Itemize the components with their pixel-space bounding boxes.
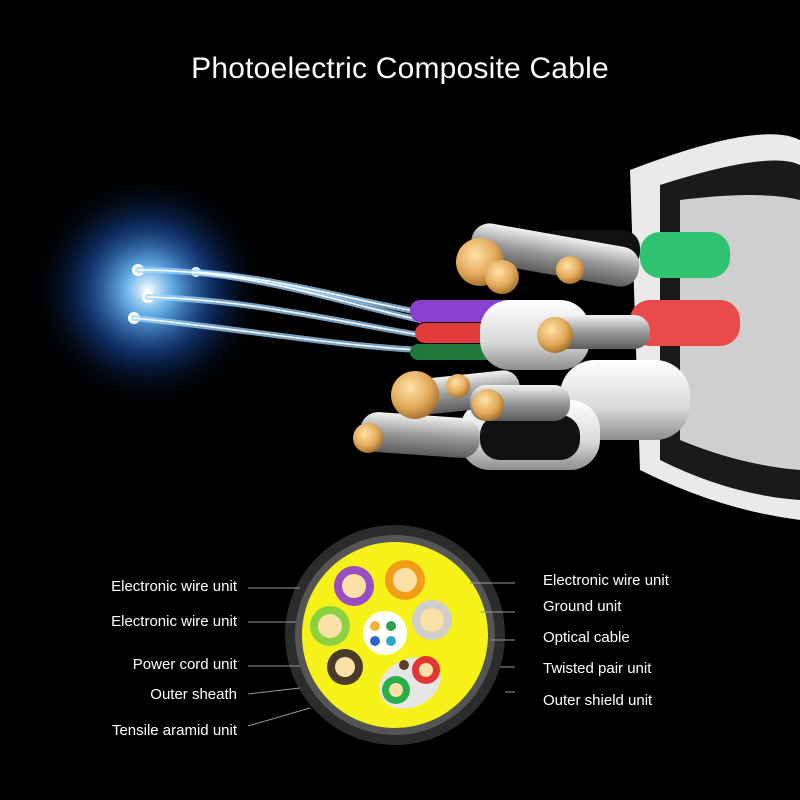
electronic-wire-unit-green	[310, 606, 350, 646]
optical-fibers	[131, 267, 423, 353]
page-title: Photoelectric Composite Cable	[191, 52, 609, 85]
label-tensile-aramid-unit: Tensile aramid unit	[111, 722, 237, 739]
leader-lines	[247, 582, 515, 727]
label-outer-shield-unit: Outer shield unit	[543, 692, 653, 709]
copper-ends	[353, 238, 584, 453]
label-twisted-pair-unit: Twisted pair unit	[543, 660, 652, 677]
label-ground-unit: Ground unit	[543, 598, 622, 615]
electronic-wire-unit-purple	[334, 566, 374, 606]
fiber-glow	[28, 170, 268, 410]
ground-unit	[412, 600, 452, 640]
power-cord-unit	[327, 649, 363, 685]
label-electronic-wire-unit-left-2: Electronic wire unit	[111, 613, 237, 630]
optical-cable-unit	[363, 611, 407, 655]
label-electronic-wire-unit-right: Electronic wire unit	[543, 572, 669, 589]
twisted-pair-unit	[379, 656, 441, 709]
label-optical-cable: Optical cable	[543, 629, 630, 646]
label-outer-sheath: Outer sheath	[150, 686, 237, 703]
label-power-cord-unit: Power cord unit	[132, 656, 237, 673]
electronic-wire-unit-orange	[385, 560, 425, 600]
cross-section-diagram	[285, 525, 505, 745]
label-electronic-wire-unit-left-1: Electronic wire unit	[111, 578, 237, 595]
